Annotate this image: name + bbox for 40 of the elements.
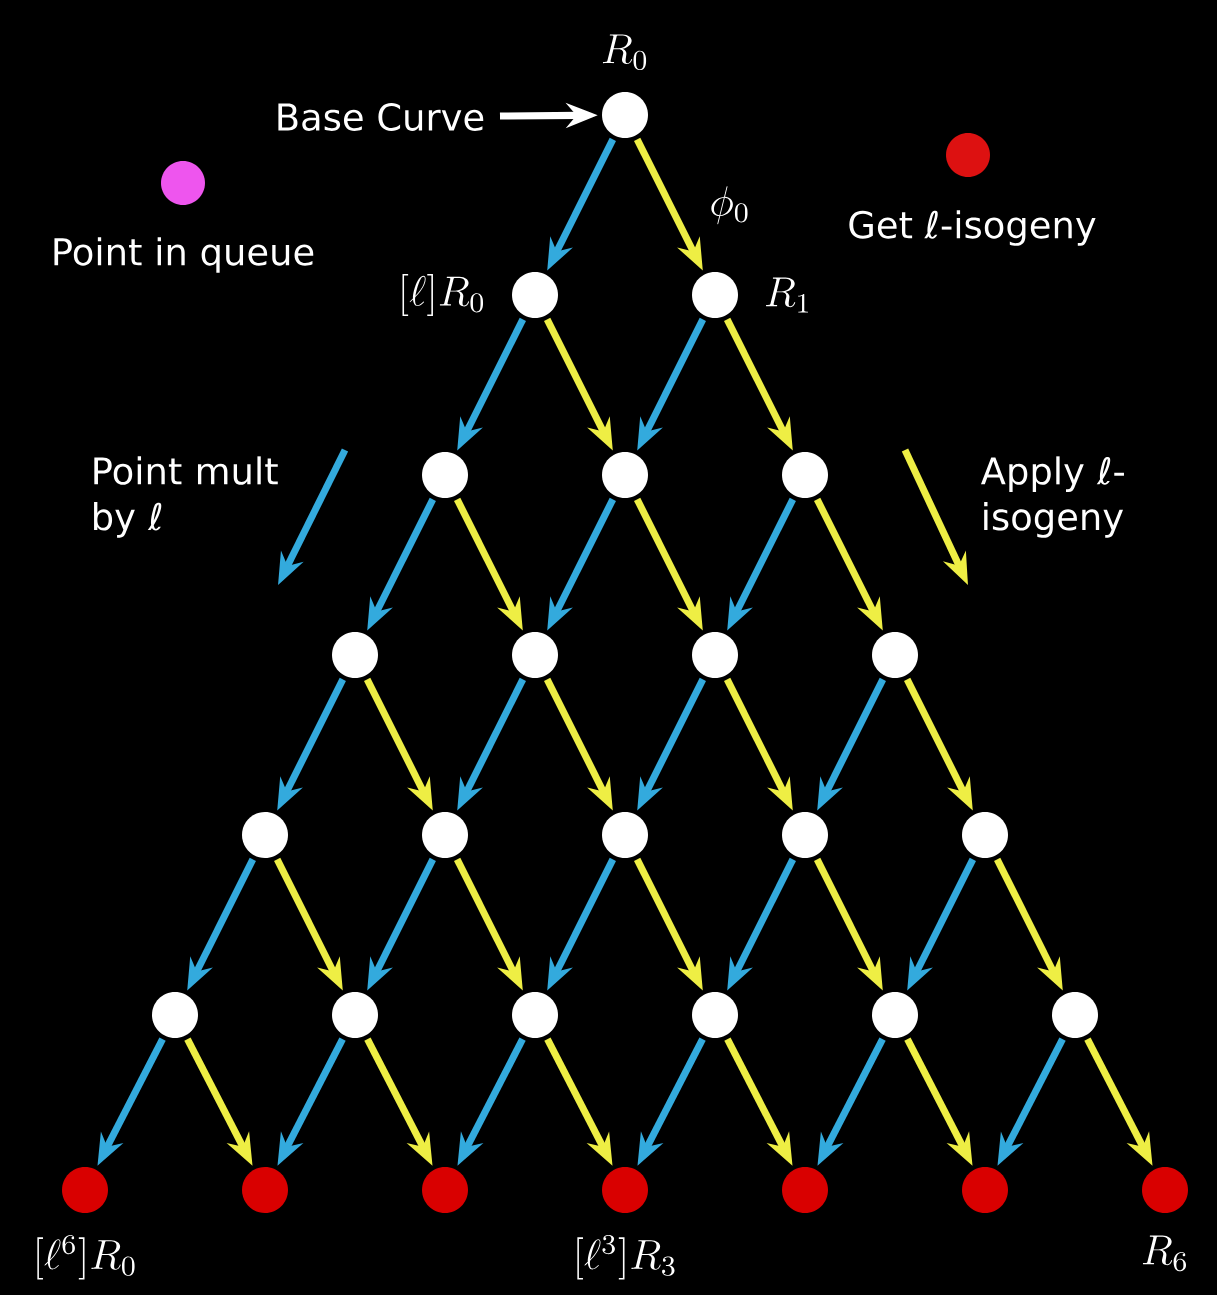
circle-node [1142,1167,1188,1213]
circle-node [602,92,648,138]
legend-label: Apply ℓ-isogeny [981,456,1124,538]
circle-node [782,452,828,498]
node-label: $R_1$ [766,277,808,313]
circle-node [692,272,738,318]
circle-node [962,1167,1008,1213]
circle-node [1052,992,1098,1038]
circle-node [872,992,918,1038]
circle-node [872,632,918,678]
circle-node [422,452,468,498]
node-label: $[\ell^3]R_3$ [577,1234,675,1280]
circle-node [62,1167,108,1213]
node-label: $R_0$ [602,34,647,71]
legend-label: Get ℓ-isogeny [849,210,1096,246]
circle-node [782,812,828,858]
circle-node [692,632,738,678]
circle-node [602,452,648,498]
circle-node [422,812,468,858]
circle-node [422,1167,468,1213]
node-text: Base Curve [278,103,484,131]
circle-node [332,992,378,1038]
node-label: $R_6$ [1142,1235,1187,1272]
circle-node [512,632,558,678]
node-label: $[\ell]R_0$ [402,273,483,317]
circle-node [242,1167,288,1213]
edge-label: $\phi_0$ [711,186,748,225]
circle-node [962,812,1008,858]
circle-node [782,1167,828,1213]
legend-label: Point mult by ℓ [94,456,278,538]
circle-node [512,992,558,1038]
circle-node [602,1167,648,1213]
circle-node [512,272,558,318]
node-label: $[\ell^6]R_0$ [37,1234,135,1280]
circle-node [242,812,288,858]
circle-node [332,632,378,678]
circle-node [152,992,198,1038]
legend-label: Point in queue [54,237,314,273]
circle-node [602,812,648,858]
circle-node [692,992,738,1038]
